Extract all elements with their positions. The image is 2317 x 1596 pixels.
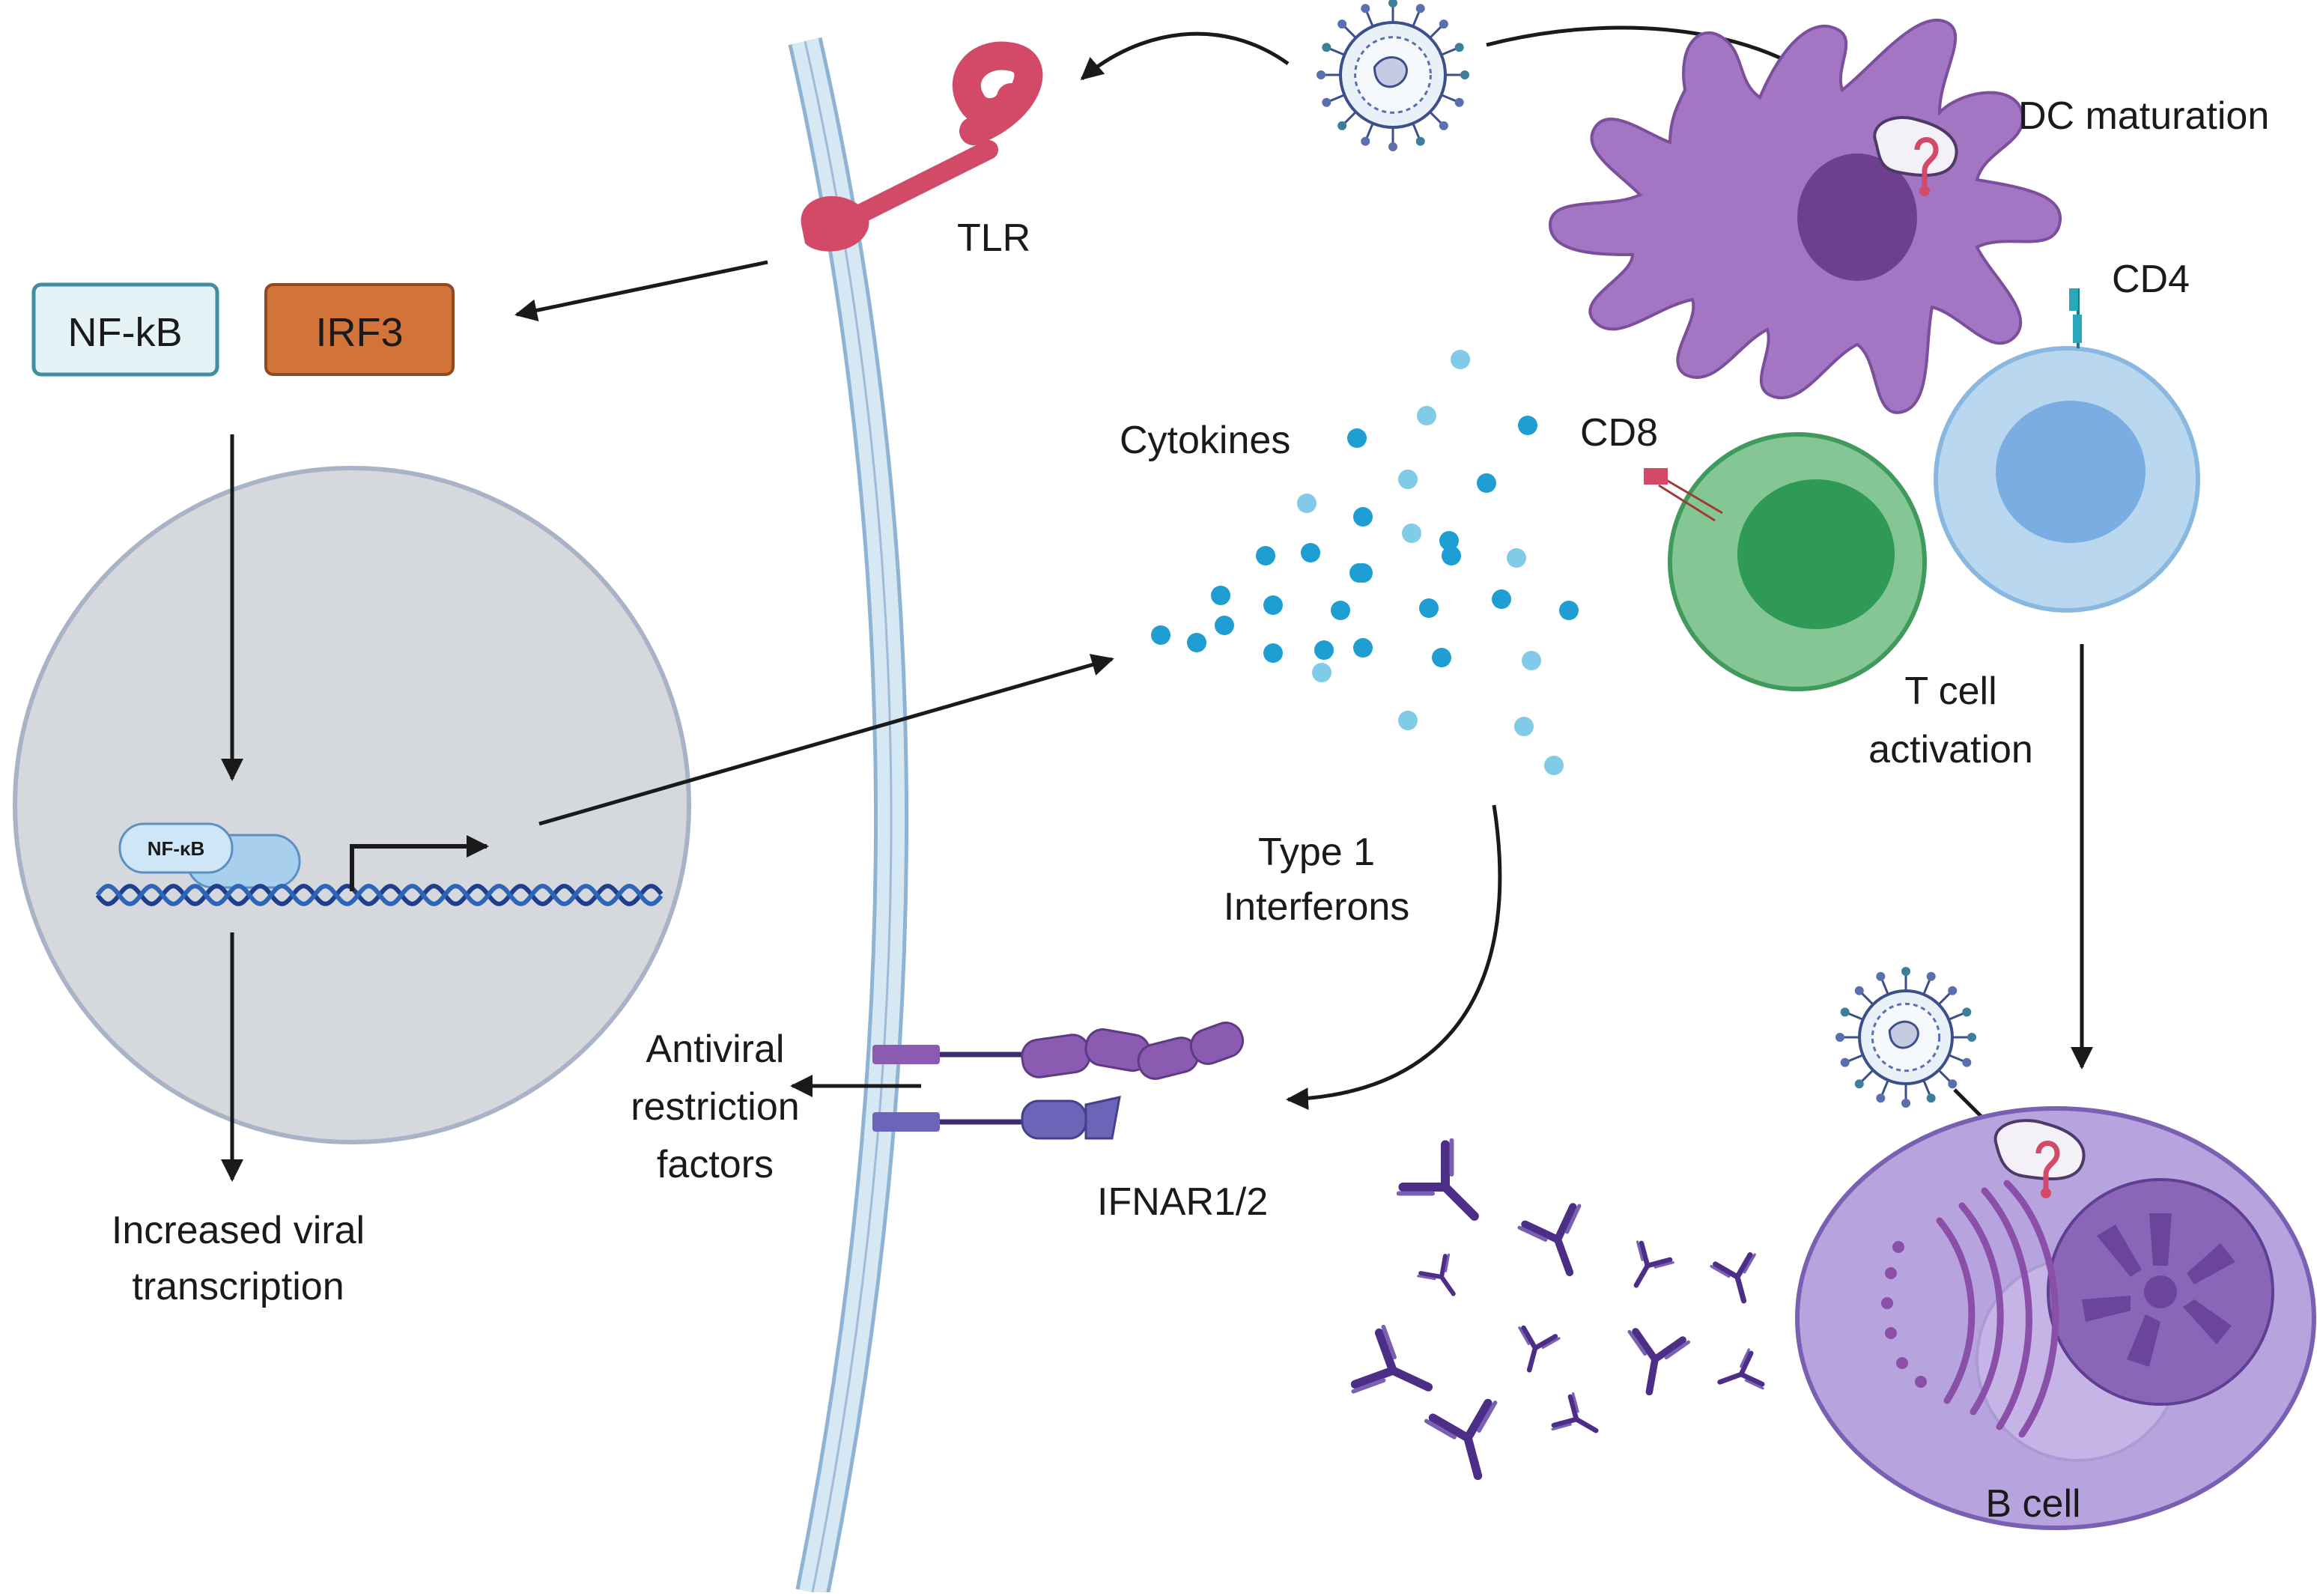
to-cytokines-arrow [538,654,1114,826]
cytokine-dot [1451,350,1470,369]
antiviral-label-line1: Antiviral [646,1028,785,1071]
cytokine-dot [1297,494,1317,513]
host-nucleus [13,466,691,1144]
cd8-label: CD8 [1580,411,1658,455]
cytokine-dot [1314,640,1334,660]
tlr-receptor-icon [801,41,1043,252]
bcell-label: B cell [1985,1482,2080,1526]
antibody-icon [1396,1138,1479,1221]
cytokine-dot [1417,406,1436,425]
antibody-icon [1517,1203,1582,1277]
ifnar-label: IFNAR1/2 [1097,1180,1268,1224]
cytokine-dot [1492,589,1511,609]
antibody-icon [1633,1240,1674,1288]
cd8-t-cell [1644,432,1927,691]
tcell-label-line1: T cell [1904,670,1996,713]
cytokine-dot [1398,711,1418,730]
b-cell [1795,1106,2316,1530]
nfkb-box-label: NF-kB [68,310,183,355]
cytokine-dot [1263,595,1283,615]
antibody-icon [1710,1252,1756,1304]
cytokine-dot [1514,717,1534,736]
dna-helix [95,883,663,907]
cytokine-dot [1353,507,1373,527]
cytokine-dot [1518,416,1537,435]
cytokine-dot [1256,546,1275,565]
cd4-label: CD4 [2112,258,2190,301]
virus-icon-lower [1835,967,1976,1108]
cytokine-particles [1151,350,1579,775]
increased-label-line2: transcription [132,1265,344,1308]
virus-to-tlr-arrow [1080,31,1290,80]
increased-label-line1: Increased viral [112,1209,365,1252]
cytokine-dot [1398,470,1418,489]
antibody-icon [1551,1392,1599,1433]
dendritic-cell [1548,19,2062,414]
cytokine-dot [1522,651,1541,670]
tlr-to-transcription-arrow [514,260,768,322]
antiviral-label-line2: restriction [631,1085,799,1129]
cytokine-dot [1211,586,1230,605]
cytokine-dot [1347,428,1367,448]
interferon-arrow [1286,804,1502,1111]
antibody-icon [1424,1398,1498,1481]
cytokine-dot [1263,643,1283,663]
cytokine-dot [1442,546,1461,565]
cytokine-dot [1432,648,1451,667]
dc-maturation-label: DC maturation [2018,94,2269,138]
cytokine-dot [1507,548,1526,568]
cytokine-dot [1419,598,1439,618]
antibody-cluster [1350,1138,1765,1481]
tlr-label: TLR [957,216,1030,260]
antibody-icon [1417,1253,1456,1296]
antiviral-label-line3: factors [657,1143,774,1186]
cytokine-dot [1353,563,1373,583]
cytokine-dot [1151,625,1170,645]
irf3-box: IRF3 [264,283,455,376]
antibody-icon [1518,1325,1561,1373]
ifnar-receptor-icon [872,1022,1245,1140]
antibody-icon [1627,1328,1691,1396]
cytokine-dot [1301,543,1320,562]
cytokine-dot [1331,601,1350,620]
cell-membrane [788,37,909,1596]
antibody-icon [1717,1348,1765,1390]
cytokine-dot [1312,663,1331,682]
cytokine-dot [1215,616,1234,635]
cytokines-label: Cytokines [1120,419,1290,462]
tcell-label-line2: activation [1868,728,2033,771]
antibody-icon [1350,1324,1433,1394]
type1-label-line1: Type 1 [1258,831,1375,874]
nfkb-small-label: NF-κB [148,837,205,860]
nfkb-box: NF-kB [31,282,219,377]
irf3-box-label: IRF3 [315,310,403,355]
cytokine-dot [1353,638,1373,658]
cytokine-dot [1477,473,1496,493]
transcription-start-arrow [350,835,489,891]
cytokine-dot [1439,531,1459,550]
cytokine-dot [1559,601,1579,620]
virus-icon [1317,0,1469,151]
cytokine-dot [1187,633,1206,652]
cytokine-dot [1544,756,1564,775]
cd4-t-cell [1934,288,2200,613]
cytokine-dot [1402,524,1421,543]
type1-label-line2: Interferons [1224,885,1410,929]
